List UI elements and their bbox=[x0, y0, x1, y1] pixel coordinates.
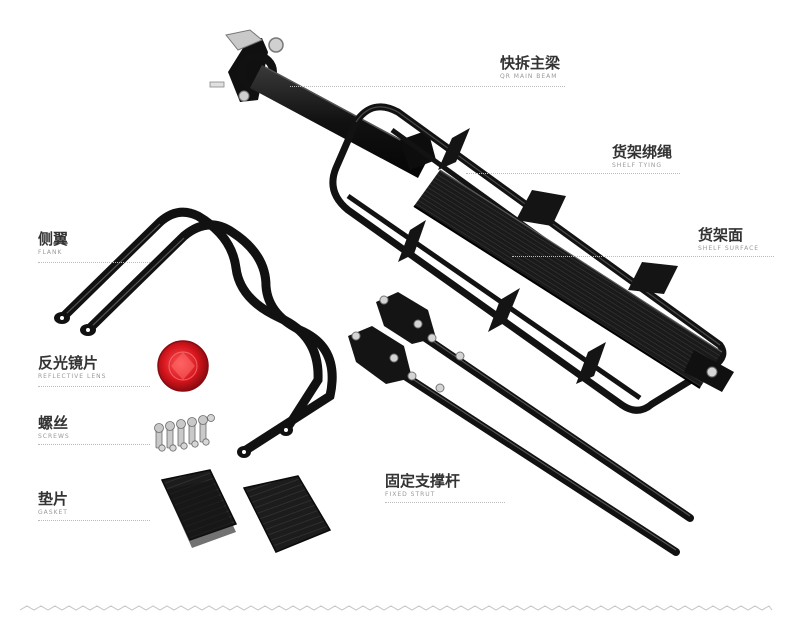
label-rule bbox=[512, 256, 774, 257]
gaskets bbox=[160, 469, 332, 553]
zigzag-divider bbox=[19, 605, 773, 611]
label-flank: 侧翼 FLANK bbox=[38, 230, 150, 263]
label-shelf-surface-en: SHELF SURFACE bbox=[698, 245, 760, 252]
label-rule bbox=[38, 262, 150, 263]
label-rule bbox=[466, 173, 680, 174]
label-flank-cn: 侧翼 bbox=[38, 230, 69, 248]
strut-clamp-top bbox=[376, 292, 465, 361]
label-rule bbox=[38, 520, 150, 521]
label-screws-en: SCREWS bbox=[38, 433, 70, 440]
label-reflective-lens: 反光镜片 REFLECTIVE LENS bbox=[38, 354, 150, 387]
label-quick-release-beam-cn: 快拆主梁 bbox=[500, 54, 561, 72]
shelf-surface bbox=[413, 169, 723, 389]
strut-clamp-bottom bbox=[348, 326, 445, 393]
label-quick-release-beam: 快拆主梁 QR MAIN BEAM bbox=[290, 54, 565, 87]
label-rule bbox=[385, 502, 505, 503]
label-quick-release-beam-en: QR MAIN BEAM bbox=[500, 73, 558, 80]
label-screws: 螺丝 SCREWS bbox=[38, 414, 150, 445]
label-shelf-tying: 货架绑绳 SHELF TYING bbox=[466, 143, 680, 174]
label-shelf-tying-cn: 货架绑绳 bbox=[612, 143, 673, 161]
label-rule bbox=[38, 444, 150, 445]
shelf-tying-straps bbox=[398, 128, 678, 384]
flank-wing bbox=[54, 207, 337, 458]
label-screws-cn: 螺丝 bbox=[38, 414, 69, 432]
label-gasket: 垫片 GASKET bbox=[38, 490, 150, 521]
rear-end-cap bbox=[684, 350, 734, 392]
fixed-strut bbox=[348, 292, 694, 556]
label-flank-en: FLANK bbox=[38, 249, 63, 256]
label-reflective-lens-cn: 反光镜片 bbox=[38, 354, 99, 372]
label-gasket-en: GASKET bbox=[38, 509, 68, 516]
label-fixed-strut-en: FIXED STRUT bbox=[385, 491, 436, 498]
label-shelf-surface-cn: 货架面 bbox=[698, 226, 744, 244]
label-gasket-cn: 垫片 bbox=[38, 490, 69, 508]
reflective-lens bbox=[157, 340, 209, 392]
label-reflective-lens-en: REFLECTIVE LENS bbox=[38, 373, 107, 380]
label-fixed-strut-cn: 固定支撑杆 bbox=[385, 472, 461, 490]
label-rule bbox=[38, 386, 150, 387]
rack-frame bbox=[329, 103, 734, 414]
label-fixed-strut: 固定支撑杆 FIXED STRUT bbox=[385, 472, 505, 503]
screws bbox=[154, 414, 215, 452]
label-rule bbox=[290, 86, 565, 87]
label-shelf-tying-en: SHELF TYING bbox=[612, 162, 663, 169]
label-shelf-surface: 货架面 SHELF SURFACE bbox=[512, 226, 774, 257]
rack-main-beam bbox=[209, 29, 436, 178]
